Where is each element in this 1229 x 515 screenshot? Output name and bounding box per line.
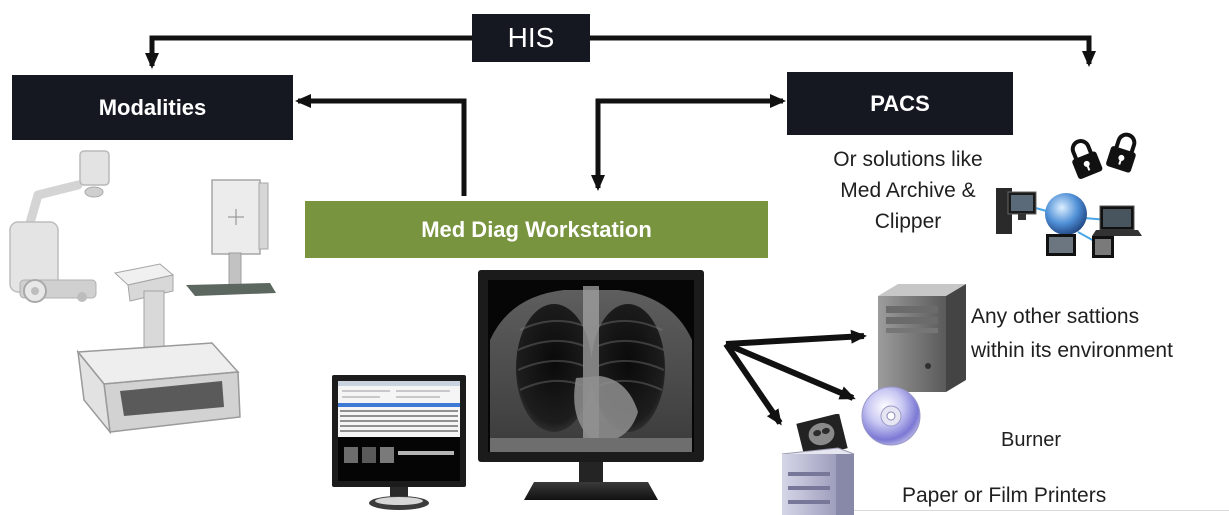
- xray-image: [488, 280, 694, 452]
- network-archive-icon: [996, 132, 1142, 258]
- pacs-note-line: Clipper: [874, 210, 942, 233]
- workstation-icon: [996, 188, 1037, 234]
- worklist-monitor-icon: [332, 375, 466, 510]
- his-label: HIS: [507, 22, 555, 53]
- laptop-icon: [1092, 205, 1142, 236]
- film-printer-icon: [781, 414, 855, 515]
- cd-disc-icon: [861, 386, 921, 446]
- burner-label: Burner: [1001, 429, 1062, 451]
- other-stations-label: Any other sattions within its environmen…: [971, 300, 1173, 368]
- film-sheet: [796, 414, 848, 459]
- workstation-label: Med Diag Workstation: [421, 216, 652, 242]
- lock-icon: [1070, 139, 1103, 179]
- other-stations-line: Any other sattions: [971, 305, 1140, 328]
- arrow-his-to-modalities: [145, 35, 472, 69]
- pacs-note-line: Or solutions like: [833, 148, 983, 171]
- mobile-xray-unit: [9, 150, 110, 303]
- pacs-label: PACS: [870, 90, 930, 116]
- arrow-to-printer: [723, 342, 783, 426]
- arrow-workstation-to-modalities: [295, 94, 467, 196]
- arrow-to-server: [725, 329, 867, 347]
- pacs-alternatives-note: Or solutions like Med Archive & Clipper: [790, 144, 1026, 237]
- monitor-icon: [1046, 234, 1114, 258]
- wall-stand-bucky: [186, 179, 276, 296]
- modalities-label: Modalities: [98, 94, 207, 120]
- lock-icon: [1106, 132, 1137, 173]
- divider: [832, 510, 1229, 511]
- modalities-node: Modalities: [12, 75, 293, 140]
- printers-label: Paper or Film Printers: [902, 484, 1107, 507]
- arrow-to-burner: [724, 341, 856, 401]
- his-node: HIS: [472, 14, 590, 62]
- server-tower-icon: [878, 284, 966, 392]
- globe-icon: [1045, 193, 1087, 235]
- pacs-node: PACS: [787, 72, 1013, 135]
- other-stations-line: within its environment: [971, 339, 1173, 362]
- arrow-workstation-pacs-bidirectional: [591, 94, 786, 191]
- xray-table: [76, 263, 241, 435]
- workstation-node: Med Diag Workstation: [305, 201, 768, 258]
- arrow-his-to-pacs: [590, 35, 1096, 67]
- pacs-note-line: Med Archive &: [840, 179, 976, 202]
- chest-xray-monitor-icon: [478, 270, 704, 500]
- xray-equipment-icon: [9, 150, 276, 435]
